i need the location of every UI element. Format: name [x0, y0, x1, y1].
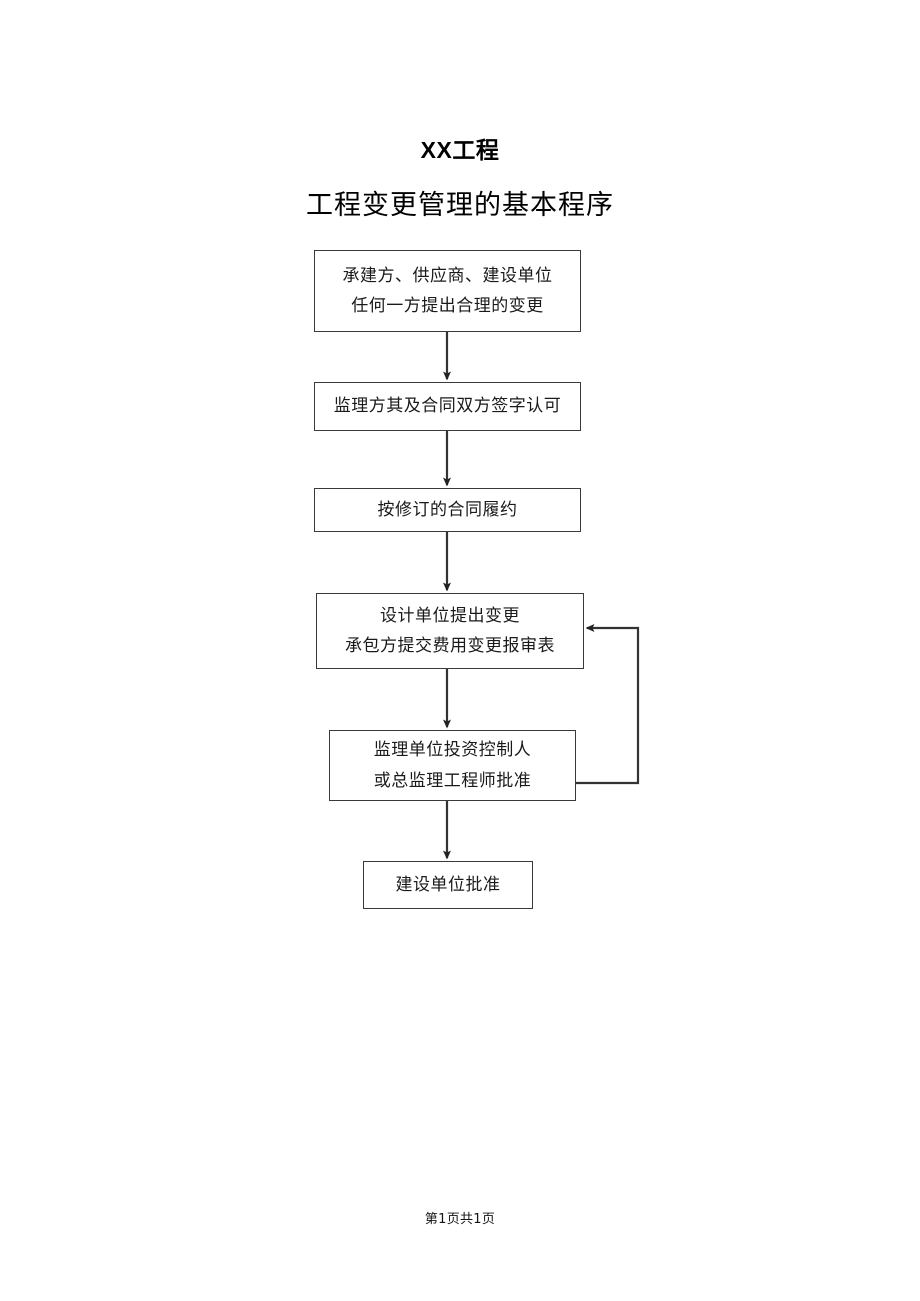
flow-node-supervisor-signoff[interactable]: 监理方其及合同双方签字认可 — [314, 382, 581, 431]
flow-node-line-2: 任何一方提出合理的变更 — [351, 296, 544, 316]
flow-node-perform-revised-contract[interactable]: 按修订的合同履约 — [314, 488, 581, 532]
flow-node-line-1: 承建方、供应商、建设单位 — [342, 265, 553, 286]
flow-node-line-1: 按修订的合同履约 — [377, 499, 518, 520]
page-subtitle: 工程变更管理的基本程序 — [0, 183, 920, 222]
flow-node-line-2: 或总监理工程师批准 — [373, 770, 532, 791]
flow-node-owner-approval[interactable]: 建设单位批准 — [363, 861, 533, 909]
flow-node-line-1: 设计单位提出变更 — [380, 605, 520, 626]
flow-node-line-2: 承包方提交费用变更报审表 — [345, 636, 555, 656]
page-title: XX工程 — [0, 131, 920, 165]
flow-node-line-1: 监理单位投资控制人 — [373, 740, 532, 761]
flow-node-line-1: 建设单位批准 — [395, 874, 501, 895]
page-footer-text: 第1页共1页 — [424, 1212, 496, 1227]
edge-feedback-node5-node4 — [576, 624, 640, 785]
flow-node-design-change-submission[interactable]: 设计单位提出变更 承包方提交费用变更报审表 — [316, 593, 584, 669]
flow-node-change-request[interactable]: 承建方、供应商、建设单位 任何一方提出合理的变更 — [314, 250, 581, 332]
flow-node-supervisor-approval[interactable]: 监理单位投资控制人 或总监理工程师批准 — [329, 730, 576, 801]
page-footer: 第1页共1页 — [0, 1208, 920, 1227]
page-subtitle-text: 工程变更管理的基本程序 — [306, 190, 614, 221]
page-title-text: XX工程 — [420, 137, 500, 163]
flow-node-line-1: 监理方其及合同双方签字认可 — [333, 396, 562, 417]
